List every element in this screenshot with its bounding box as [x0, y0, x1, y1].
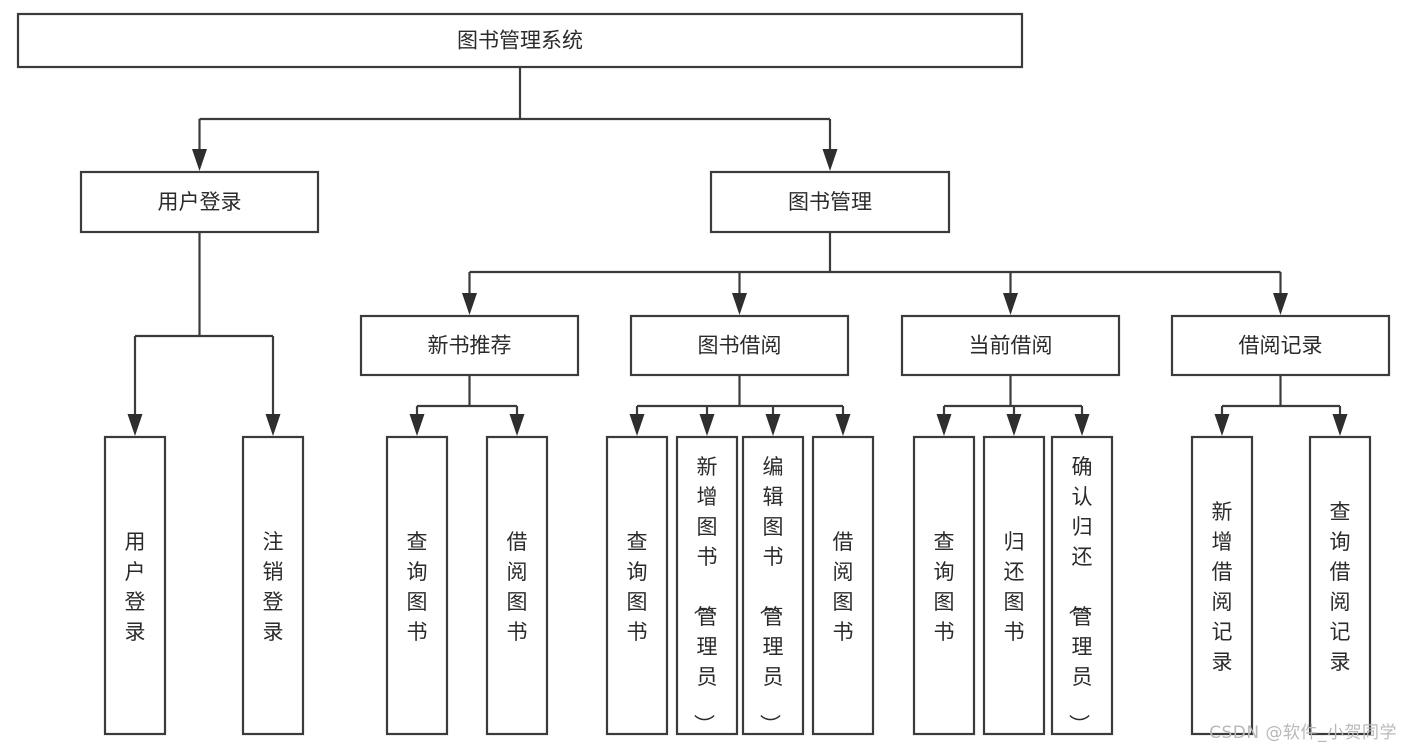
node-book-manage[interactable]: 图书管理	[709, 170, 951, 234]
node-leaf-query-book-bb[interactable]: 查询图书	[605, 435, 669, 736]
arrow-head-icon	[509, 414, 525, 436]
arrow-head-icon	[699, 414, 715, 436]
node-current-borrow[interactable]: 当前借阅	[900, 314, 1121, 377]
node-label: 用户登录	[158, 190, 242, 214]
arrow-head-icon	[1332, 414, 1348, 436]
arrow-head-icon	[822, 149, 838, 171]
node-box[interactable]	[709, 170, 951, 234]
node-layer: 图书管理系统用户登录图书管理新书推荐图书借阅当前借阅借阅记录用户登录注销登录查询…	[16, 12, 1391, 736]
node-box[interactable]	[103, 435, 167, 736]
connector-group-root	[192, 67, 838, 171]
arrow-head-icon	[835, 414, 851, 436]
node-box[interactable]	[79, 170, 320, 234]
node-book-borrow[interactable]: 图书借阅	[629, 314, 850, 377]
node-box[interactable]	[605, 435, 669, 736]
arrow-head-icon	[1273, 293, 1288, 315]
node-box[interactable]	[912, 435, 976, 736]
arrow-head-icon	[1003, 293, 1018, 315]
node-label: 图书管理系统	[457, 29, 583, 53]
node-user-login[interactable]: 用户登录	[79, 170, 320, 234]
node-leaf-return-book[interactable]: 归还图书	[982, 435, 1046, 736]
node-leaf-query-book-rec[interactable]: 查询图书	[385, 435, 449, 736]
connector-group-book-borrow	[629, 375, 851, 436]
csdn-watermark: CSDN @软件_小贺同学	[1209, 723, 1397, 743]
node-label: 借阅图书	[833, 530, 854, 644]
node-box[interactable]	[485, 435, 549, 736]
arrow-head-icon	[732, 293, 747, 315]
node-box[interactable]	[1170, 314, 1391, 377]
node-leaf-confirm-return[interactable]: 确认归还（管理员）	[1050, 435, 1114, 736]
node-leaf-query-record[interactable]: 查询借阅记录	[1308, 435, 1372, 736]
node-leaf-edit-book[interactable]: 编辑图书（管理员）	[741, 435, 805, 736]
arrow-head-icon	[765, 414, 781, 436]
node-box[interactable]	[241, 435, 305, 736]
node-box[interactable]	[629, 314, 850, 377]
connector-group-user-login	[127, 232, 281, 436]
node-box[interactable]	[675, 435, 739, 736]
arrow-head-icon	[127, 414, 143, 436]
node-label: 查询图书	[934, 530, 955, 644]
node-label: 新增图书（管理员）	[692, 455, 718, 735]
node-label: 图书管理	[788, 190, 872, 214]
arrow-head-icon	[629, 414, 645, 436]
node-leaf-borrow-book-bb[interactable]: 借阅图书	[811, 435, 875, 736]
arrow-head-icon	[1214, 414, 1230, 436]
node-label: 借阅记录	[1239, 334, 1323, 358]
arrow-head-icon	[192, 149, 207, 171]
connector-group-borrow-record	[1214, 375, 1348, 436]
node-label: 注销登录	[263, 530, 284, 644]
node-label: 新书推荐	[428, 334, 512, 358]
node-box[interactable]	[811, 435, 875, 736]
node-label: 确认归还（管理员）	[1067, 455, 1093, 735]
connector-group-current-borrow	[936, 375, 1090, 436]
connector-group-new-book-rec	[409, 375, 525, 436]
node-root[interactable]: 图书管理系统	[16, 12, 1024, 69]
node-leaf-borrow-book-rec[interactable]: 借阅图书	[485, 435, 549, 736]
node-label: 编辑图书（管理员）	[758, 455, 784, 735]
node-box[interactable]	[741, 435, 805, 736]
node-leaf-add-record[interactable]: 新增借阅记录	[1190, 435, 1254, 736]
node-box[interactable]	[982, 435, 1046, 736]
node-label: 图书借阅	[698, 334, 782, 358]
node-box[interactable]	[1308, 435, 1372, 736]
node-box[interactable]	[16, 12, 1024, 69]
node-label: 查询图书	[407, 530, 428, 644]
node-label: 归还图书	[1004, 530, 1025, 644]
arrow-head-icon	[265, 414, 281, 436]
connector-layer	[127, 67, 1348, 436]
arrow-head-icon	[1006, 414, 1022, 436]
node-box[interactable]	[385, 435, 449, 736]
arrow-head-icon	[462, 293, 477, 315]
arrow-head-icon	[409, 414, 425, 436]
node-leaf-logout[interactable]: 注销登录	[241, 435, 305, 736]
node-label: 查询借阅记录	[1330, 500, 1351, 674]
node-box[interactable]	[1190, 435, 1254, 736]
node-label: 用户登录	[125, 530, 146, 644]
node-new-book-rec[interactable]: 新书推荐	[359, 314, 580, 377]
node-leaf-add-book[interactable]: 新增图书（管理员）	[675, 435, 739, 736]
arrow-head-icon	[1074, 414, 1090, 436]
node-box[interactable]	[1050, 435, 1114, 736]
node-label: 借阅图书	[507, 530, 528, 644]
node-borrow-record[interactable]: 借阅记录	[1170, 314, 1391, 377]
node-label: 查询图书	[627, 530, 648, 644]
node-box[interactable]	[900, 314, 1121, 377]
node-label: 新增借阅记录	[1212, 500, 1233, 674]
node-leaf-user-login[interactable]: 用户登录	[103, 435, 167, 736]
arrow-head-icon	[936, 414, 952, 436]
node-label: 当前借阅	[969, 334, 1053, 358]
node-box[interactable]	[359, 314, 580, 377]
node-leaf-query-book-cb[interactable]: 查询图书	[912, 435, 976, 736]
connector-group-book-manage	[462, 232, 1288, 315]
